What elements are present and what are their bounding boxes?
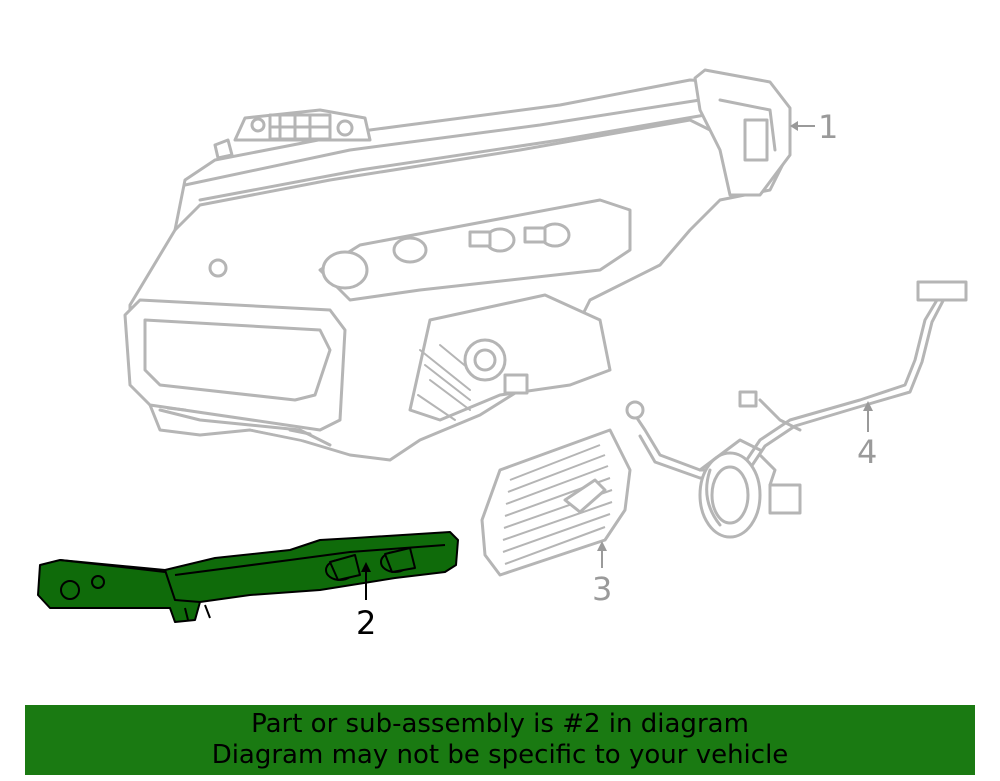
- leader-arrow-1: [790, 121, 798, 131]
- leader-arrow-2: [361, 562, 371, 572]
- callout-3: 3: [592, 570, 612, 608]
- banner-line-disclaimer: Diagram may not be specific to your vehi…: [211, 740, 789, 770]
- callout-4: 4: [857, 433, 877, 471]
- banner-line-part: Part or sub-assembly is #2 in diagram: [251, 709, 749, 739]
- leader-arrow-4: [863, 401, 873, 411]
- heat-sink-cover: [480, 428, 632, 577]
- leader-lines: [361, 121, 873, 600]
- leader-arrow-3: [597, 541, 607, 551]
- info-banner: Part or sub-assembly is #2 in diagram Di…: [25, 705, 975, 775]
- callout-2: 2: [356, 604, 376, 642]
- headlamp-assembly: [123, 68, 792, 462]
- parts-diagram: 1 2 3 4: [37, 68, 968, 642]
- wiring-harness: [625, 280, 968, 539]
- mounting-bracket: [37, 531, 459, 623]
- callout-1: 1: [818, 108, 838, 146]
